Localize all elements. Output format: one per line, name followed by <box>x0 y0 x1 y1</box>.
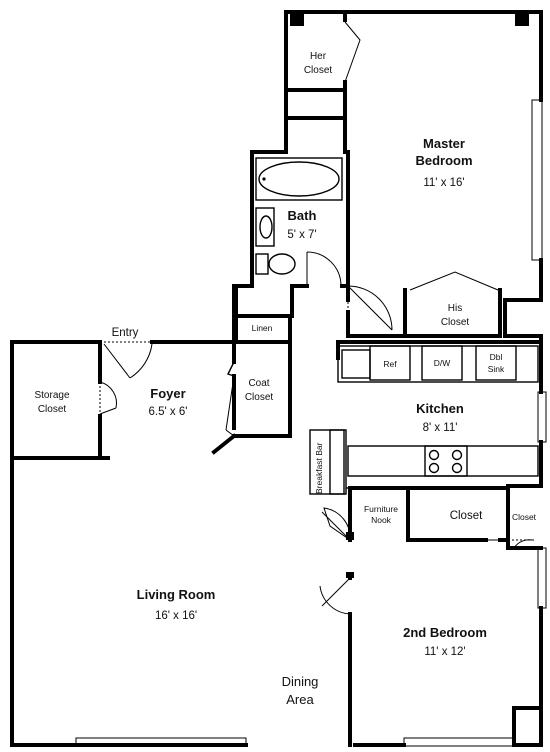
dining-area-label-2: Area <box>286 692 314 707</box>
kitchen-label: Kitchen <box>416 401 464 416</box>
double-sink <box>475 345 517 381</box>
interior-walls <box>10 10 543 747</box>
linen-label: Linen <box>252 323 273 333</box>
her-closet-label-1: Her <box>310 51 327 62</box>
sink-basin <box>259 215 273 239</box>
storage-closet-label-2: Closet <box>38 404 67 415</box>
foyer-size: 6.5' x 6' <box>149 406 188 418</box>
corner-block <box>515 14 529 26</box>
dw-label: D/W <box>434 358 451 368</box>
labels: Her Closet Master Bedroom 11' x 16' Bath… <box>34 51 536 707</box>
ref-label: Ref <box>383 359 397 369</box>
pillar <box>346 532 354 540</box>
corner-block <box>290 14 304 26</box>
lower-counter <box>347 445 539 477</box>
dishwasher <box>421 345 463 381</box>
master-bedroom-label-1: Master <box>423 136 465 151</box>
sink-label-1: Dbl <box>490 352 503 362</box>
doors <box>99 21 536 615</box>
storage-closet-label-1: Storage <box>34 390 69 401</box>
furniture-nook-label-2: Nook <box>371 515 392 525</box>
kitchen-window <box>537 391 547 443</box>
kitchen <box>309 345 539 495</box>
closet-label: Closet <box>450 510 483 522</box>
living-room-size: 16' x 16' <box>155 610 197 622</box>
bedroom2-window-bottom <box>403 737 515 747</box>
coat-closet-label-1: Coat <box>248 378 269 389</box>
master-window <box>531 99 543 261</box>
pillar <box>346 572 354 578</box>
refrigerator <box>369 345 411 381</box>
entry-label: Entry <box>112 327 139 339</box>
master-bedroom-size: 11' x 16' <box>423 177 464 189</box>
range <box>424 445 468 477</box>
coat-closet-label-2: Closet <box>245 392 274 403</box>
small-closet-label: Closet <box>512 512 537 522</box>
second-bedroom-label: 2nd Bedroom <box>403 625 487 640</box>
bath-fixtures <box>255 157 343 275</box>
breakfast-bar-label: Breakfast Bar <box>314 442 324 494</box>
master-bedroom-label-2: Bedroom <box>415 153 472 168</box>
living-room-label: Living Room <box>137 587 216 602</box>
furniture-nook-label-1: Furniture <box>364 504 398 514</box>
foyer-label: Foyer <box>150 386 185 401</box>
toilet-tank <box>255 253 269 275</box>
bathtub-basin <box>258 161 340 197</box>
breakfast-bar <box>309 429 347 495</box>
kitchen-size: 8' x 11' <box>423 422 458 434</box>
counter-corner <box>341 349 371 379</box>
second-bedroom-size: 11' x 12' <box>424 646 465 658</box>
his-closet-label-2: Closet <box>441 317 470 328</box>
bath-size: 5' x 7' <box>287 229 316 241</box>
his-closet-label-1: His <box>448 303 462 314</box>
vanity <box>255 207 275 247</box>
bathtub <box>255 157 343 201</box>
sink-label-2: Sink <box>488 364 505 374</box>
dining-area-label-1: Dining <box>282 674 319 689</box>
bedroom2-window-upper <box>537 547 547 609</box>
bath-label: Bath <box>288 208 317 223</box>
toilet-bowl <box>268 253 296 275</box>
windows <box>75 99 547 747</box>
her-closet-label-2: Closet <box>304 65 333 76</box>
